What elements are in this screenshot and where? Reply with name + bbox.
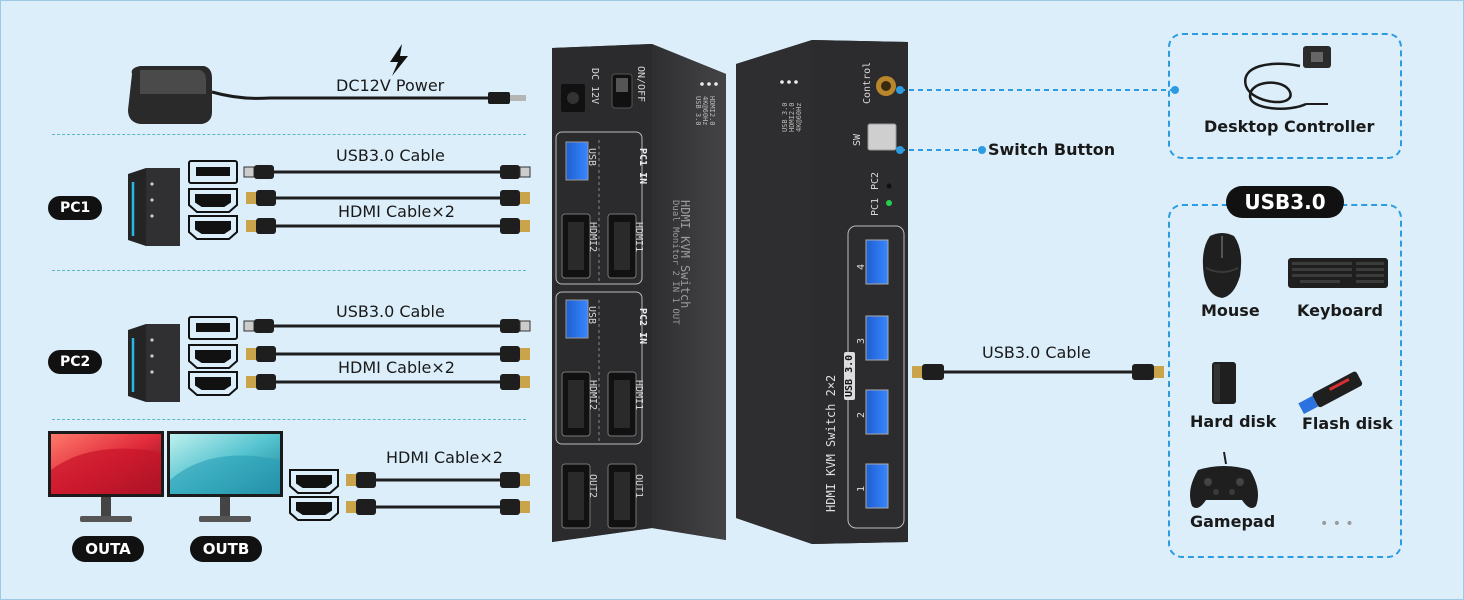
front-hdmi2-1-label: HDMI2 <box>587 222 598 253</box>
usb-cable-right-label: USB3.0 Cable <box>982 343 1091 362</box>
back-pc1-label: PC1 <box>870 197 881 216</box>
output-cables <box>346 472 530 515</box>
back-pc2-label: PC2 <box>870 171 881 190</box>
front-brand-line1: HDMI KVM Switch <box>678 200 692 309</box>
pc1-badge: PC1 <box>48 196 102 220</box>
pc1-ports-icon <box>188 160 238 240</box>
front-onoff-label: ON/OFF <box>635 66 646 103</box>
hard-disk-icon <box>1212 362 1236 404</box>
outa-badge: OUTA <box>72 536 144 562</box>
monitor-a-icon <box>48 431 164 522</box>
desktop-controller-label: Desktop Controller <box>1204 117 1375 136</box>
pc1-usb-cable-label: USB3.0 Cable <box>336 146 445 165</box>
more-devices-indicator: • • • <box>1320 516 1354 532</box>
monitor-b-icon <box>167 431 283 522</box>
device-gamepad-label: Gamepad <box>1190 512 1276 531</box>
outb-badge: OUTB <box>190 536 262 562</box>
back-spec3: USB 3.0 <box>781 102 789 132</box>
pc2-tower-icon <box>128 324 180 402</box>
keyboard-icon <box>1288 258 1388 288</box>
device-flash-disk-label: Flash disk <box>1302 414 1393 433</box>
pc2-cables <box>243 319 531 390</box>
desktop-controller-icon <box>1244 46 1331 110</box>
switch-button-label: Switch Button <box>988 140 1116 159</box>
pc1-cables <box>243 165 531 234</box>
device-keyboard-label: Keyboard <box>1297 301 1383 320</box>
front-spec2: 4K@60Hz <box>701 96 709 126</box>
lightning-icon <box>390 44 408 76</box>
pc1-tower-icon <box>128 168 180 246</box>
front-usb1-label: USB <box>586 148 597 167</box>
pc2-ports-icon <box>188 316 238 396</box>
divider-1 <box>52 134 526 135</box>
divider-2 <box>52 270 526 271</box>
front-out2-label: OUT2 <box>587 474 598 499</box>
usb-devices-header: USB3.0 <box>1226 186 1344 218</box>
pc2-badge: PC2 <box>48 350 102 374</box>
pc2-usb-cable-label: USB3.0 Cable <box>336 302 445 321</box>
back-title-label: HDMI KVM Switch 2×2 <box>824 374 838 512</box>
front-hdmi2-2-label: HDMI2 <box>587 380 598 411</box>
pc1-hdmi-cable-label: HDMI Cable×2 <box>338 202 455 221</box>
gamepad-icon <box>1190 451 1258 508</box>
back-port4-label: 4 <box>856 263 867 270</box>
back-port1-label: 1 <box>856 485 867 492</box>
kvm-back-panel <box>736 40 908 544</box>
usb-devices-box <box>1168 204 1402 558</box>
power-label: DC12V Power <box>336 76 445 95</box>
back-spec2: 4K@60Hz <box>795 102 803 132</box>
device-hard-disk-label: Hard disk <box>1190 412 1277 431</box>
front-pc2-in-label: PC2 IN <box>637 308 648 345</box>
back-control-label: Control <box>862 61 873 104</box>
pc2-hdmi-cable-label: HDMI Cable×2 <box>338 358 455 377</box>
front-spec3: USB 3.0 <box>694 96 702 126</box>
divider-3 <box>52 419 526 420</box>
front-dc-label: DC 12V <box>589 68 600 105</box>
usb-cable-right <box>912 364 1164 380</box>
mouse-icon <box>1202 233 1242 298</box>
flash-disk-icon <box>1298 371 1363 414</box>
front-spec1: HDMI2.0 <box>708 96 716 126</box>
back-port3-label: 3 <box>856 337 867 344</box>
device-mouse-label: Mouse <box>1201 301 1260 320</box>
front-out1-label: OUT1 <box>633 474 644 499</box>
back-usb30-label: USB 3.0 <box>844 351 855 400</box>
output-hdmi-cable-label: HDMI Cable×2 <box>386 448 503 467</box>
kvm-front-panel <box>552 44 726 542</box>
front-pc1-in-label: PC1 IN <box>637 148 648 185</box>
front-usb2-label: USB <box>586 306 597 325</box>
power-adapter-icon <box>128 66 526 124</box>
output-ports-icon <box>289 469 339 521</box>
back-port2-label: 2 <box>856 411 867 418</box>
front-brand-line2: Dual Monitor 2 IN 1 OUT <box>670 200 680 325</box>
back-sw-label: SW <box>852 133 863 146</box>
desktop-controller-box: Desktop Controller <box>1168 33 1402 159</box>
front-hdmi1-2-label: HDMI1 <box>633 380 644 411</box>
front-hdmi1-1-label: HDMI1 <box>633 222 644 253</box>
